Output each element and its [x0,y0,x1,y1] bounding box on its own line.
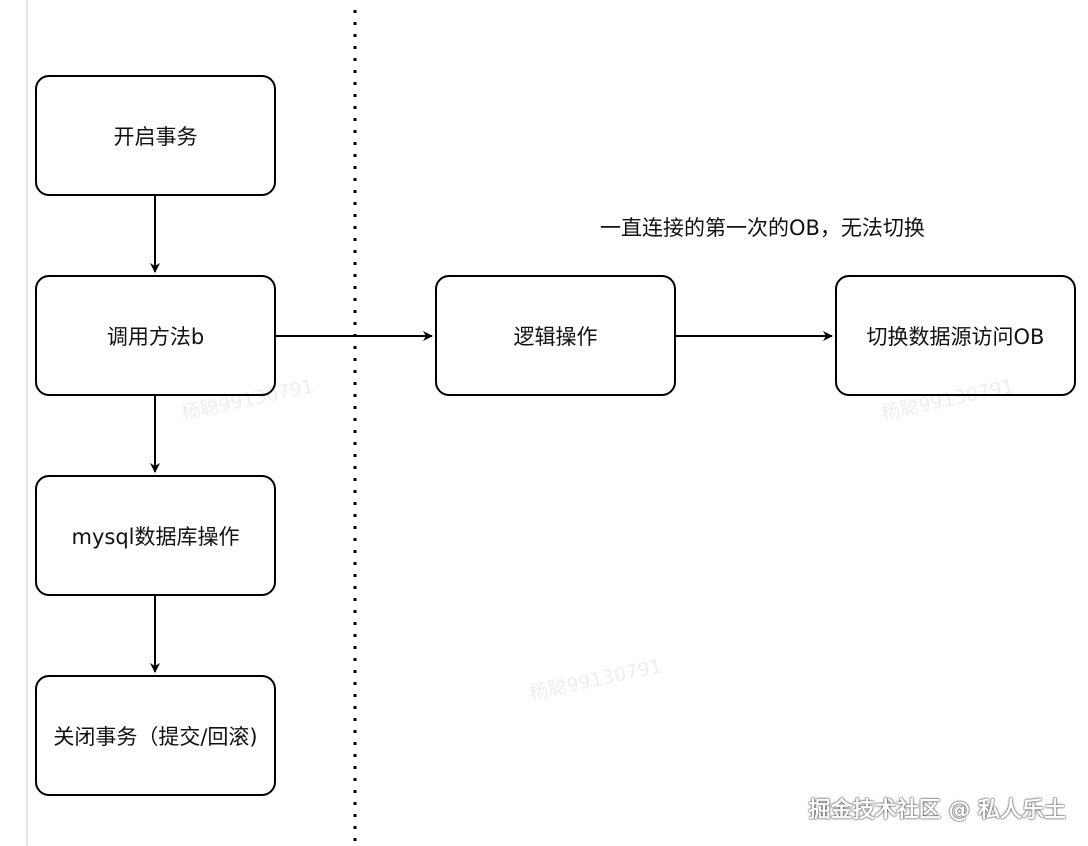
footer-watermark: 掘金技术社区 @ 私人乐土 [808,798,1066,823]
node-start-transaction: 开启事务 [35,75,276,196]
annotation-text: 一直连接的第一次的OB，无法切换 [600,216,925,240]
node-switch-datasource-ob: 切换数据源访问OB [835,275,1076,396]
node-close-transaction: 关闭事务（提交/回滚) [35,675,276,796]
node-mysql-operation: mysql数据库操作 [35,475,276,596]
page-left-border [26,0,28,846]
node-call-method-b: 调用方法b [35,275,276,396]
node-logic-operation: 逻辑操作 [435,275,676,396]
